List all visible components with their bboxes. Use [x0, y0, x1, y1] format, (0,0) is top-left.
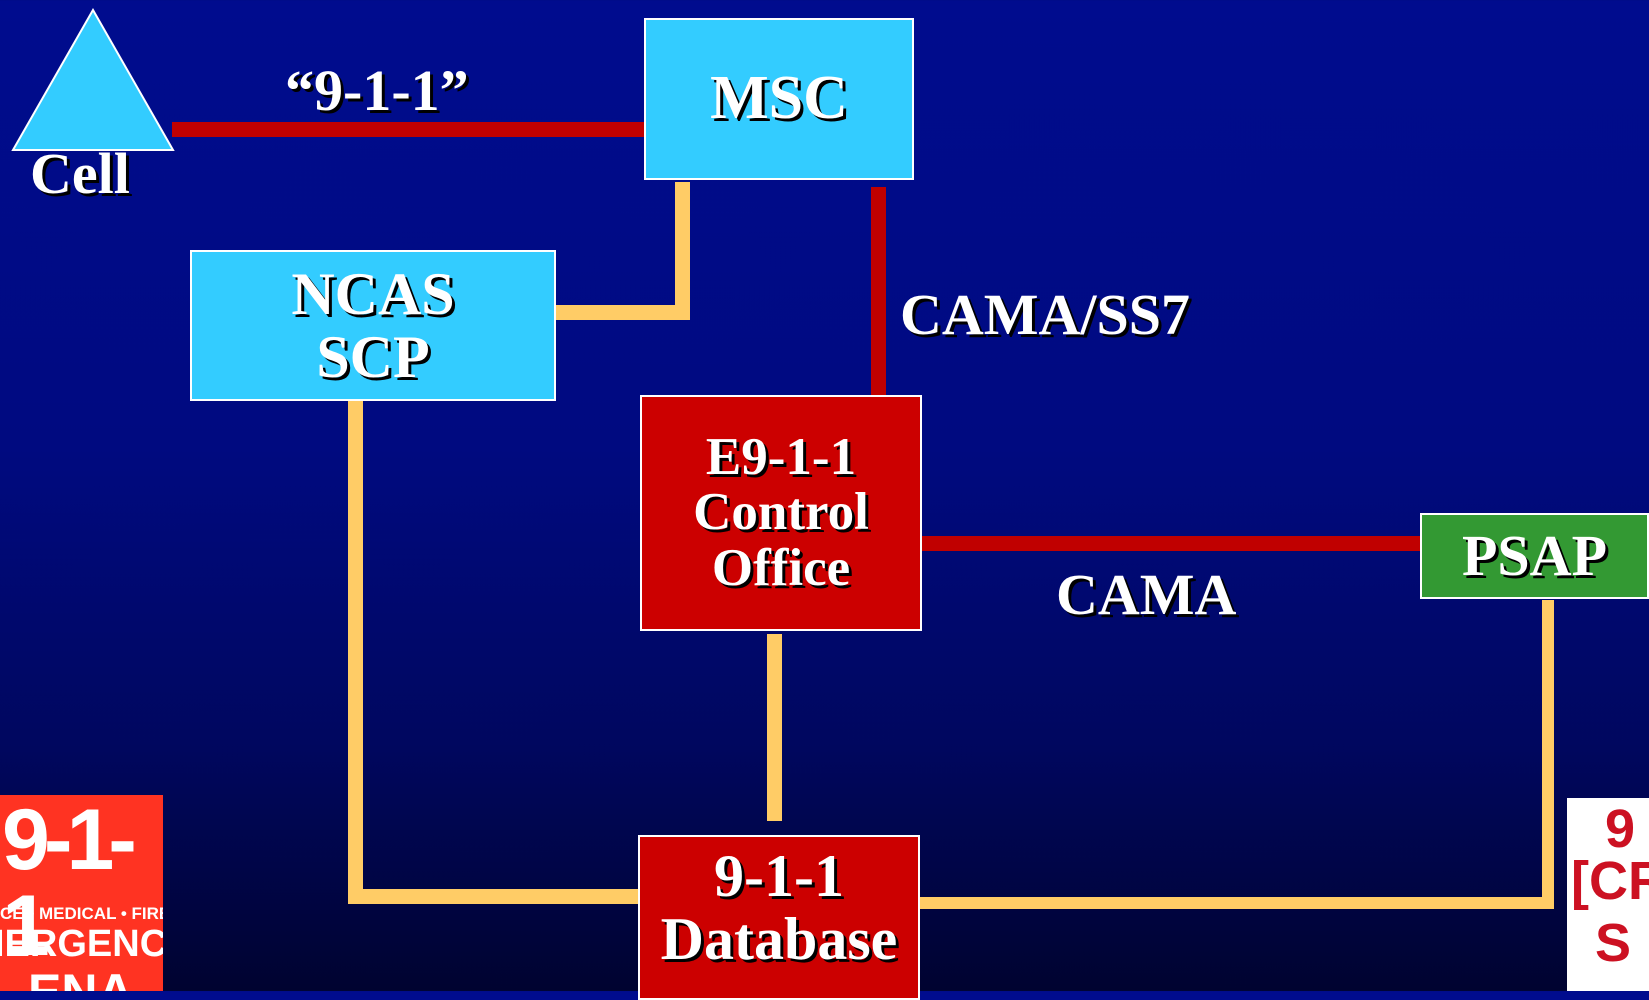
wire-e911-database: [767, 634, 782, 821]
wire-database-psap-vertical: [1542, 600, 1554, 909]
database-label-line-2: Database: [660, 906, 898, 972]
e911-label-line-2: Control: [693, 483, 869, 542]
psap-node: PSAP: [1420, 513, 1649, 599]
link-label-msc-e911: CAMA/SS7: [900, 282, 1191, 347]
e911-label-line-3: Office: [711, 538, 851, 597]
logo-left-number: 9-1-1: [2, 795, 137, 974]
wire-cell-msc: [172, 122, 644, 137]
logo-left-word: IERGENCY: [0, 923, 163, 965]
wire-database-psap-horizontal: [918, 897, 1552, 909]
wire-msc-ncas-vertical: [675, 182, 690, 319]
wire-e911-psap: [920, 536, 1420, 551]
logo-right-line-1: 9: [1605, 799, 1636, 859]
emergency-logo-left: 9-1-1 CE • MEDICAL • FIRE IERGENCY ENA: [0, 795, 163, 991]
logo-left-tagline: CE • MEDICAL • FIRE: [0, 904, 163, 923]
cell-label: Cell: [30, 141, 130, 206]
crisis-logo-right: 9 [CR S: [1567, 798, 1649, 991]
e911-control-office-node: E9-1-1 Control Office: [640, 395, 922, 631]
ncas-label-line-1: NCAS: [291, 260, 455, 327]
link-label-e911-psap: CAMA: [1056, 562, 1237, 627]
msc-label: MSC: [710, 64, 848, 133]
wire-msc-e911: [871, 187, 886, 396]
ncas-scp-node: NCAS SCP: [190, 250, 556, 401]
database-label-line-1: 9-1-1: [714, 843, 844, 909]
wire-ncas-database-horizontal: [348, 889, 641, 904]
wire-msc-ncas-horizontal: [553, 305, 690, 320]
logo-right-line-3: S: [1595, 913, 1632, 973]
wire-ncas-database-vertical: [348, 400, 363, 904]
ncas-label-line-2: SCP: [316, 323, 430, 390]
cell-tower-icon: [11, 8, 175, 151]
e911-label-line-1: E9-1-1: [705, 427, 857, 486]
logo-left-partial: ENA: [28, 967, 134, 991]
database-node: 9-1-1 Database: [638, 835, 920, 1000]
psap-label: PSAP: [1462, 522, 1607, 588]
logo-right-line-2: [CR: [1571, 851, 1649, 911]
msc-node: MSC: [644, 18, 914, 180]
link-label-cell-msc: “9-1-1”: [285, 58, 469, 123]
